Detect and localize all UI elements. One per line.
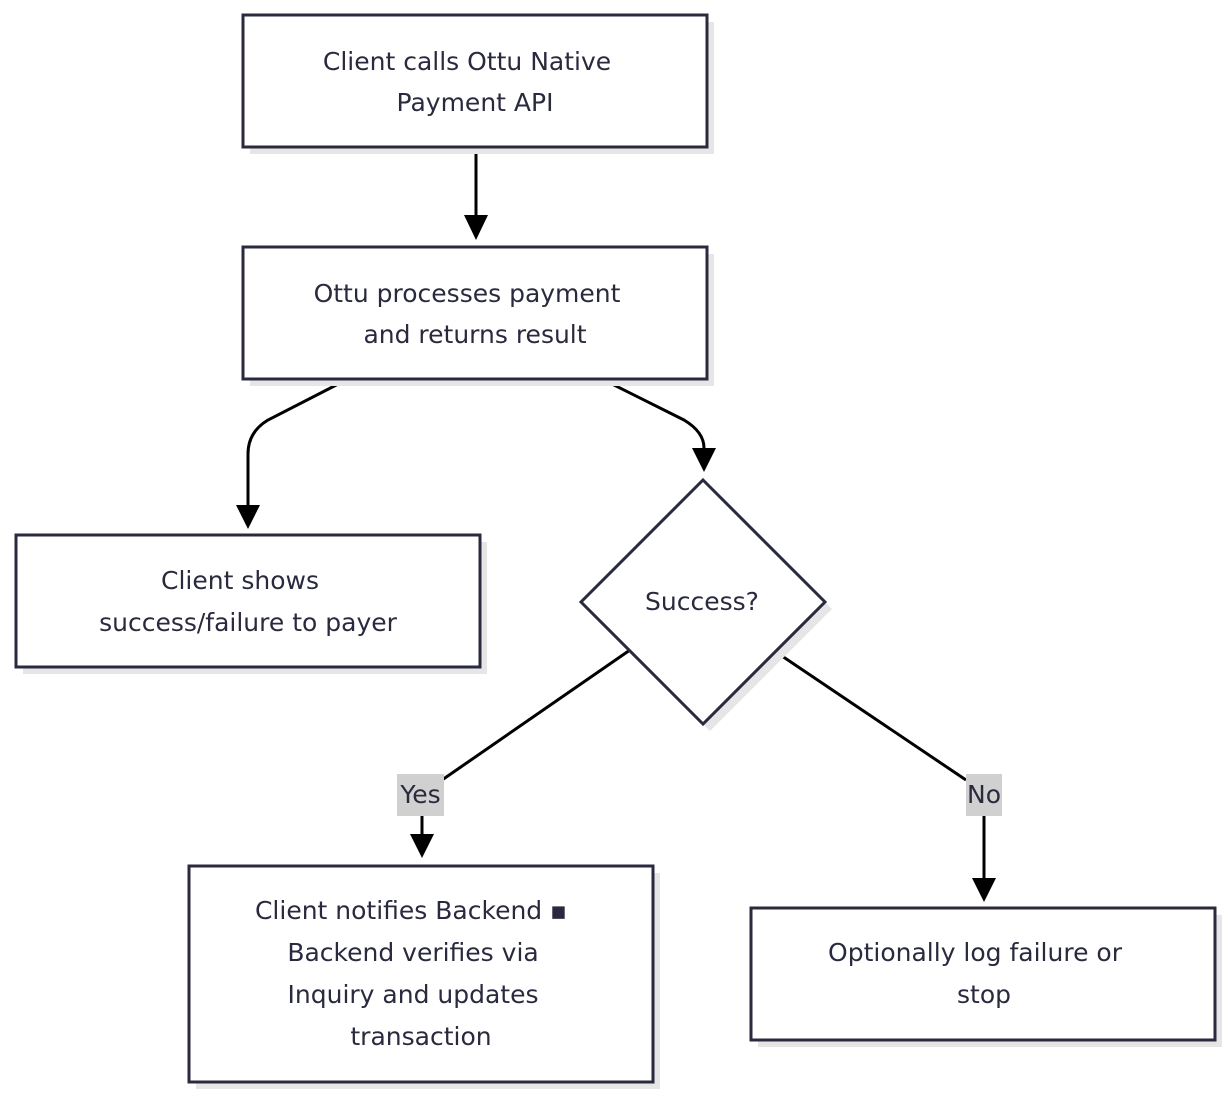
- arrowhead-show: [236, 505, 260, 529]
- arrowhead-process: [464, 215, 488, 240]
- node-show-line-1: Client shows: [161, 566, 319, 595]
- node-decision: Success?: [578, 477, 832, 731]
- node-start-line-2: Payment API: [397, 88, 554, 117]
- node-notify-line-1: Client notifies Backend ▪: [255, 896, 567, 925]
- node-start-line-1: Client calls Ottu Native: [323, 47, 611, 76]
- node-notify-line-2: Backend verifies via: [287, 938, 538, 967]
- node-show: Client shows success/failure to payer: [14, 533, 487, 674]
- svg-text:Success?: Success?: [645, 587, 759, 616]
- edges: [236, 150, 996, 902]
- edge-decision-yes: [420, 648, 631, 836]
- node-fail-line-2: stop: [957, 980, 1011, 1009]
- svg-text:Ottu processes payment a: Ottu processes payment and returns resul…: [314, 279, 629, 349]
- edge-process-to-show: [246, 378, 347, 505]
- arrowhead-fail: [972, 878, 996, 902]
- yes-label: Yes: [399, 780, 440, 809]
- svg-text:Client shows success/fai: Client shows success/failure to payer: [99, 566, 398, 637]
- edge-label-yes: Yes: [397, 774, 444, 816]
- edge-decision-no: [775, 650, 986, 878]
- no-label: No: [967, 780, 1001, 809]
- node-notify-line-4: transaction: [350, 1022, 491, 1051]
- node-notify-line-3: Inquiry and updates: [288, 980, 539, 1009]
- svg-text:Client notifies Backend ▪: Client notifies Backend ▪ Backend verifi…: [255, 896, 575, 1051]
- edge-process-to-decision: [603, 378, 706, 449]
- node-process-line-2: and returns result: [363, 320, 586, 349]
- arrowhead-notify: [410, 834, 434, 858]
- node-fail: Optionally log failure or stop: [749, 906, 1222, 1047]
- node-show-line-2: success/failure to payer: [99, 608, 398, 637]
- svg-text:Client calls Ottu Native: Client calls Ottu Native Payment API: [323, 47, 619, 117]
- node-decision-label: Success?: [645, 587, 759, 616]
- svg-text:Optionally log failure or: Optionally log failure or stop: [828, 938, 1130, 1009]
- node-fail-line-1: Optionally log failure or: [828, 938, 1123, 967]
- edge-label-no: No: [966, 774, 1002, 816]
- arrowhead-decision: [692, 448, 716, 472]
- node-process: Ottu processes payment and returns resul…: [241, 245, 714, 386]
- node-process-line-1: Ottu processes payment: [314, 279, 621, 308]
- node-start: Client calls Ottu Native Payment API: [241, 13, 714, 154]
- node-notify: Client notifies Backend ▪ Backend verifi…: [187, 864, 660, 1089]
